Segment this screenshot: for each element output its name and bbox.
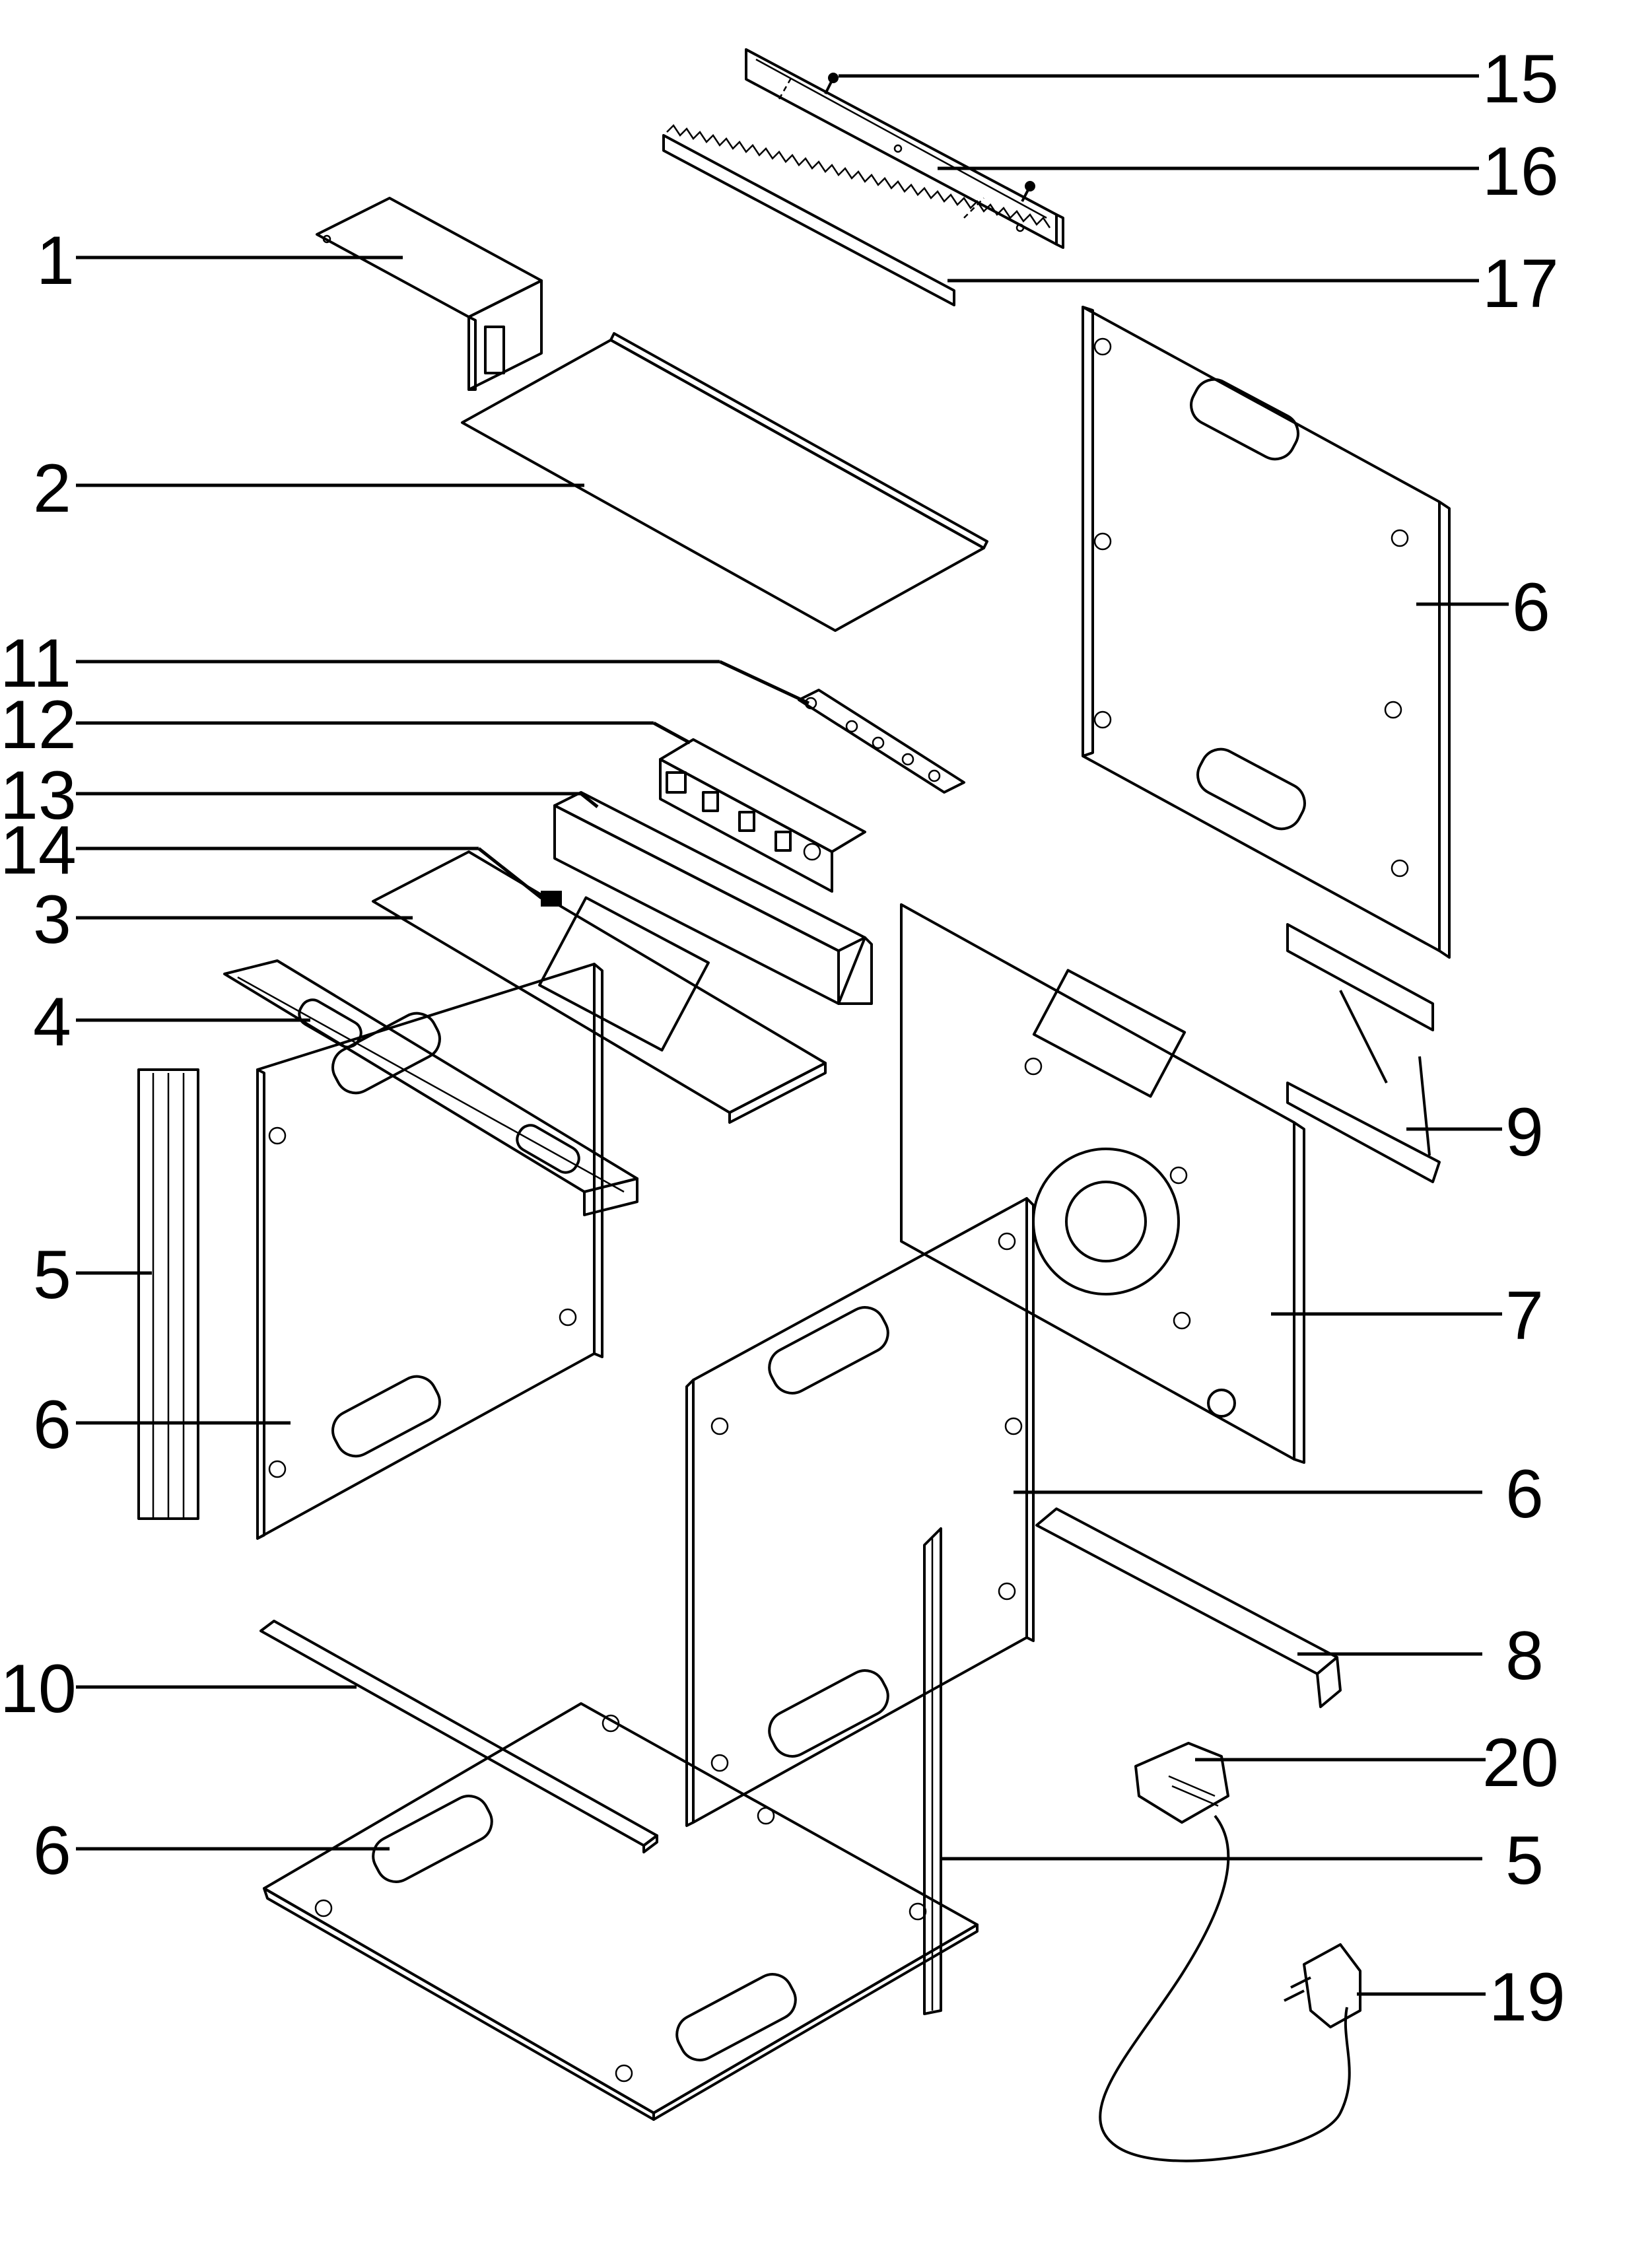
terminal-block-part-12 [659,738,866,893]
callout-6-bottom: 6 [33,1812,71,1889]
screw-part-15 [824,73,1035,202]
rear-panel-part-7 [900,903,1305,1464]
callout-12: 12 [0,687,77,763]
side-panel-part-6-top-right [1082,306,1451,959]
callout-15: 15 [1482,41,1559,118]
callout-2: 2 [33,450,71,527]
channel-part-5-right [923,1527,942,2015]
partition-frame-part-13 [553,791,873,1005]
side-panel-part-6-left [256,963,603,1540]
cover-box-part-1 [316,197,543,391]
callout-19: 19 [1489,1959,1566,2036]
leader-lines [76,74,1509,1996]
callout-5-left: 5 [33,1237,71,1313]
floor-panel-part-6-bottom [263,1702,979,2121]
callout-6-left: 6 [33,1387,71,1463]
connector-part-20 [1134,1742,1229,1824]
callout-9: 9 [1505,1094,1544,1171]
callout-17: 17 [1482,246,1559,322]
guide-brackets-part-9 [1286,923,1441,1183]
callout-5-right: 5 [1505,1822,1544,1899]
callout-1: 1 [36,223,75,299]
channel-part-5-left [137,1068,199,1520]
callout-4: 4 [33,984,71,1060]
rail-bracket-part-4 [223,959,638,1216]
bracket-part-16 [745,48,1064,249]
callout-20: 20 [1482,1725,1559,1801]
base-plate-part-3 [372,850,827,1124]
strip-part-8 [1035,1507,1342,1708]
callout-11: 11 [0,625,71,702]
callout-6-top-right: 6 [1512,569,1550,646]
callout-16: 16 [1482,133,1559,210]
callout-14: 14 [0,812,77,889]
power-cord-part-19 [1099,1814,1361,2162]
top-panel-part-2 [461,332,988,632]
callout-7: 7 [1505,1278,1544,1354]
callout-labels: 15 16 17 1 2 6 11 12 13 14 3 4 9 5 7 6 6… [0,41,1566,2036]
callout-10: 10 [0,1651,77,1727]
strip-part-11 [798,689,965,794]
callout-3: 3 [33,881,71,958]
callout-8: 8 [1505,1618,1544,1694]
rail-part-10 [259,1620,658,1853]
callout-6-middle: 6 [1505,1456,1544,1533]
toothed-strip-part-17 [662,124,1051,306]
callout-13: 13 [0,757,77,834]
side-panel-part-6-middle [685,1197,1035,1827]
